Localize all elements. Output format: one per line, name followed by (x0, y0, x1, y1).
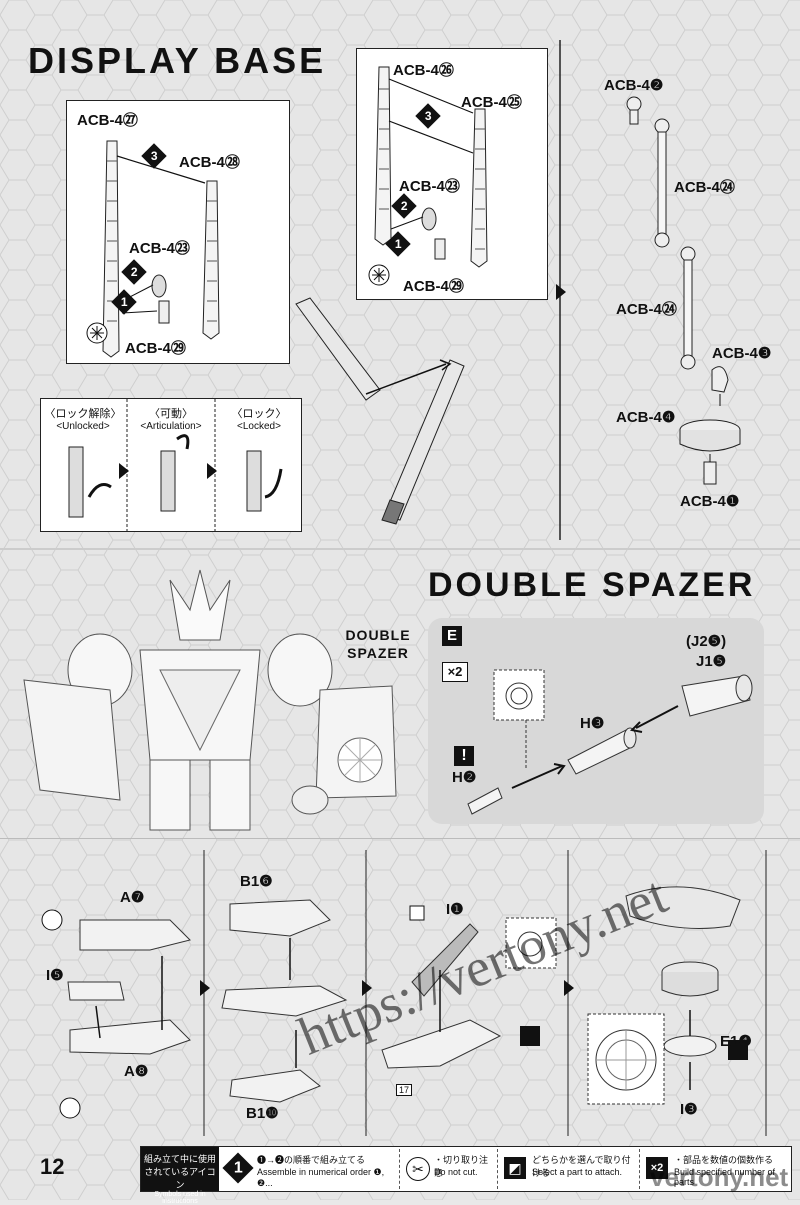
part-label-acb4-25: ACB-4㉕ (461, 94, 522, 111)
part-label-acb4-23-b: ACB-4㉓ (399, 178, 460, 195)
part-label-acb4-28: ACB-4㉘ (179, 154, 240, 171)
watermark-footer: vertony.net (650, 1162, 789, 1192)
lock-state-articulation: 〈可動〉 <Articulation> (140, 408, 202, 432)
part-label-acb4-24-a: ACB-4㉔ (674, 179, 735, 196)
part-label-a7: A❼ (120, 889, 145, 906)
select-part-icon: ◩ (504, 1157, 526, 1179)
caution-icon: ! (454, 746, 474, 766)
part-label-a8: A❽ (124, 1063, 149, 1080)
part-label-h2: H❷ (452, 769, 477, 786)
legend-item-select-part: ◩ どちらかを選んで取り付ける Select a part to attach. (497, 1149, 638, 1189)
part-label-i5: I❺ (46, 967, 64, 984)
display-base-mid-box: ACB-4㉖ ACB-4㉕ ACB-4㉓ ACB-4㉙ 3 2 1 (356, 48, 548, 300)
part-label-h3: H❸ (580, 715, 605, 732)
stand-parts-drawing (626, 96, 741, 485)
multiplier-icon: ×2 (646, 1157, 668, 1179)
robot-illustration (23, 569, 397, 831)
legend-heading: 組み立て中に使用されているアイコン Symbols used in instru… (141, 1147, 219, 1205)
part-label-acb4-2: ACB-4❷ (604, 77, 664, 94)
section-separator (0, 548, 800, 550)
display-base-title: DISPLAY BASE (28, 40, 327, 81)
part-label-j2-5: (J2❺) (686, 633, 727, 650)
lock-states-box: 〈ロック解除〉 <Unlocked> 〈可動〉 <Articulation> 〈… (40, 398, 302, 532)
double-spazer-panel: E ×2 ! (J2❺) J1❺ H❸ H❷ (428, 618, 764, 824)
part-label-i1: I❶ (446, 901, 464, 918)
legend-item-build-count: ×2 ・部品を数値の個数作る Build specified number of… (639, 1149, 790, 1189)
part-label-acb4-27: ACB-4㉗ (77, 112, 138, 129)
part-label-acb4-3: ACB-4❸ (712, 345, 772, 362)
assembled-rails-drawing (295, 297, 465, 525)
part-label-acb4-4: ACB-4❹ (616, 409, 676, 426)
legend-item-numerical-order: 1 ❶→❷の順番で組み立てる Assemble in numerical ord… (222, 1149, 395, 1189)
lock-state-locked: 〈ロック〉 <Locked> (231, 408, 287, 432)
legend-bar: 組み立て中に使用されているアイコン Symbols used in instru… (140, 1146, 792, 1205)
part-label-acb4-23: ACB-4㉓ (129, 240, 190, 257)
step-icon: 1 (222, 1152, 254, 1184)
runner-letter-badge: E (442, 626, 462, 646)
legend-item-do-not-cut: ✂ ・切り取り注意 Do not cut. (399, 1149, 496, 1189)
part-label-acb4-29-b: ACB-4㉙ (403, 278, 464, 295)
bottom-separator (0, 838, 800, 839)
part-label-b10: B1❿ (246, 1105, 279, 1122)
part-label-acb4-24-b: ACB-4㉔ (616, 301, 677, 318)
double-spazer-title: DOUBLE SPAZER (428, 566, 756, 604)
display-base-left-box: ACB-4㉗ ACB-4㉘ ACB-4㉓ ACB-4㉙ 3 2 1 (66, 100, 290, 364)
multiplier-badge: ×2 (442, 662, 468, 682)
bottom-steps-drawing (41, 850, 767, 1136)
scissors-icon: ✂ (406, 1157, 430, 1181)
lock-states-drawing (68, 399, 283, 531)
lock-state-unlocked: 〈ロック解除〉 <Unlocked> (44, 408, 122, 432)
part-label-b16: B1❻ (240, 873, 273, 890)
double-spazer-drawing (467, 669, 753, 815)
part-label-acb4-29: ACB-4㉙ (125, 340, 186, 357)
part-label-acb4-1: ACB-4❶ (680, 493, 740, 510)
part-label-i3: I❸ (680, 1101, 698, 1118)
part-label-e14: E1❹ (720, 1033, 752, 1050)
page-number: 12 (40, 1154, 65, 1179)
section-divider (556, 40, 566, 540)
sticker-number: 17 (396, 1084, 413, 1096)
part-label-j1-5: J1❺ (696, 653, 727, 670)
double-spazer-callout: DOUBLE SPAZER (345, 627, 411, 661)
part-label-acb4-26: ACB-4㉖ (393, 62, 454, 79)
mid-box-drawing (368, 66, 488, 286)
left-box-drawing (86, 140, 220, 358)
